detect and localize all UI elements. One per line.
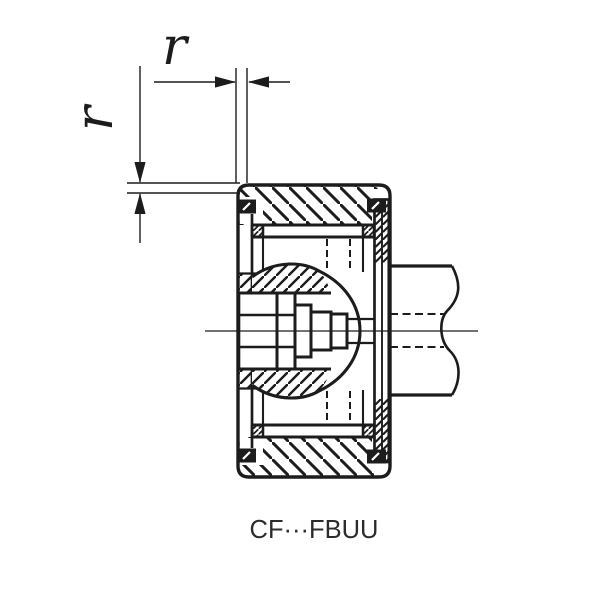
seals — [238, 198, 386, 464]
outer-ring-outline — [236, 183, 392, 479]
radius-label-top: r — [162, 17, 190, 77]
arrowhead-down-icon — [134, 162, 146, 183]
roller-end-washer — [363, 225, 374, 237]
roller-end-washer — [252, 425, 263, 437]
arrowhead-right-icon — [215, 76, 236, 88]
grease-duct-lines — [347, 317, 374, 345]
extension-lines-vertical — [235, 68, 248, 183]
outer-ring-bottom-hatch — [238, 437, 390, 477]
roller-end-washer — [252, 225, 263, 237]
mounting-block — [389, 264, 460, 397]
needle-roller-band-bottom — [250, 423, 376, 439]
part-number-caption: CF···FBUU — [250, 516, 379, 544]
seal-lip-notches — [242, 201, 380, 461]
dimension-r-side — [127, 66, 240, 243]
arrowhead-up-icon — [134, 193, 146, 214]
arrowhead-left-icon — [248, 76, 269, 88]
outer-ring-top-hatch — [238, 185, 390, 225]
flange-hatch-bottom — [238, 369, 331, 400]
needle-roller-band-top — [250, 223, 376, 239]
flange-hatch-top — [238, 262, 331, 293]
grease-hole-hidden-lines — [326, 239, 351, 423]
roller-end-washer — [363, 425, 374, 437]
radius-label-side: r — [65, 103, 125, 131]
dimension-r-top — [154, 68, 290, 183]
extension-lines-horizontal — [127, 182, 240, 194]
break-line — [440, 265, 460, 396]
